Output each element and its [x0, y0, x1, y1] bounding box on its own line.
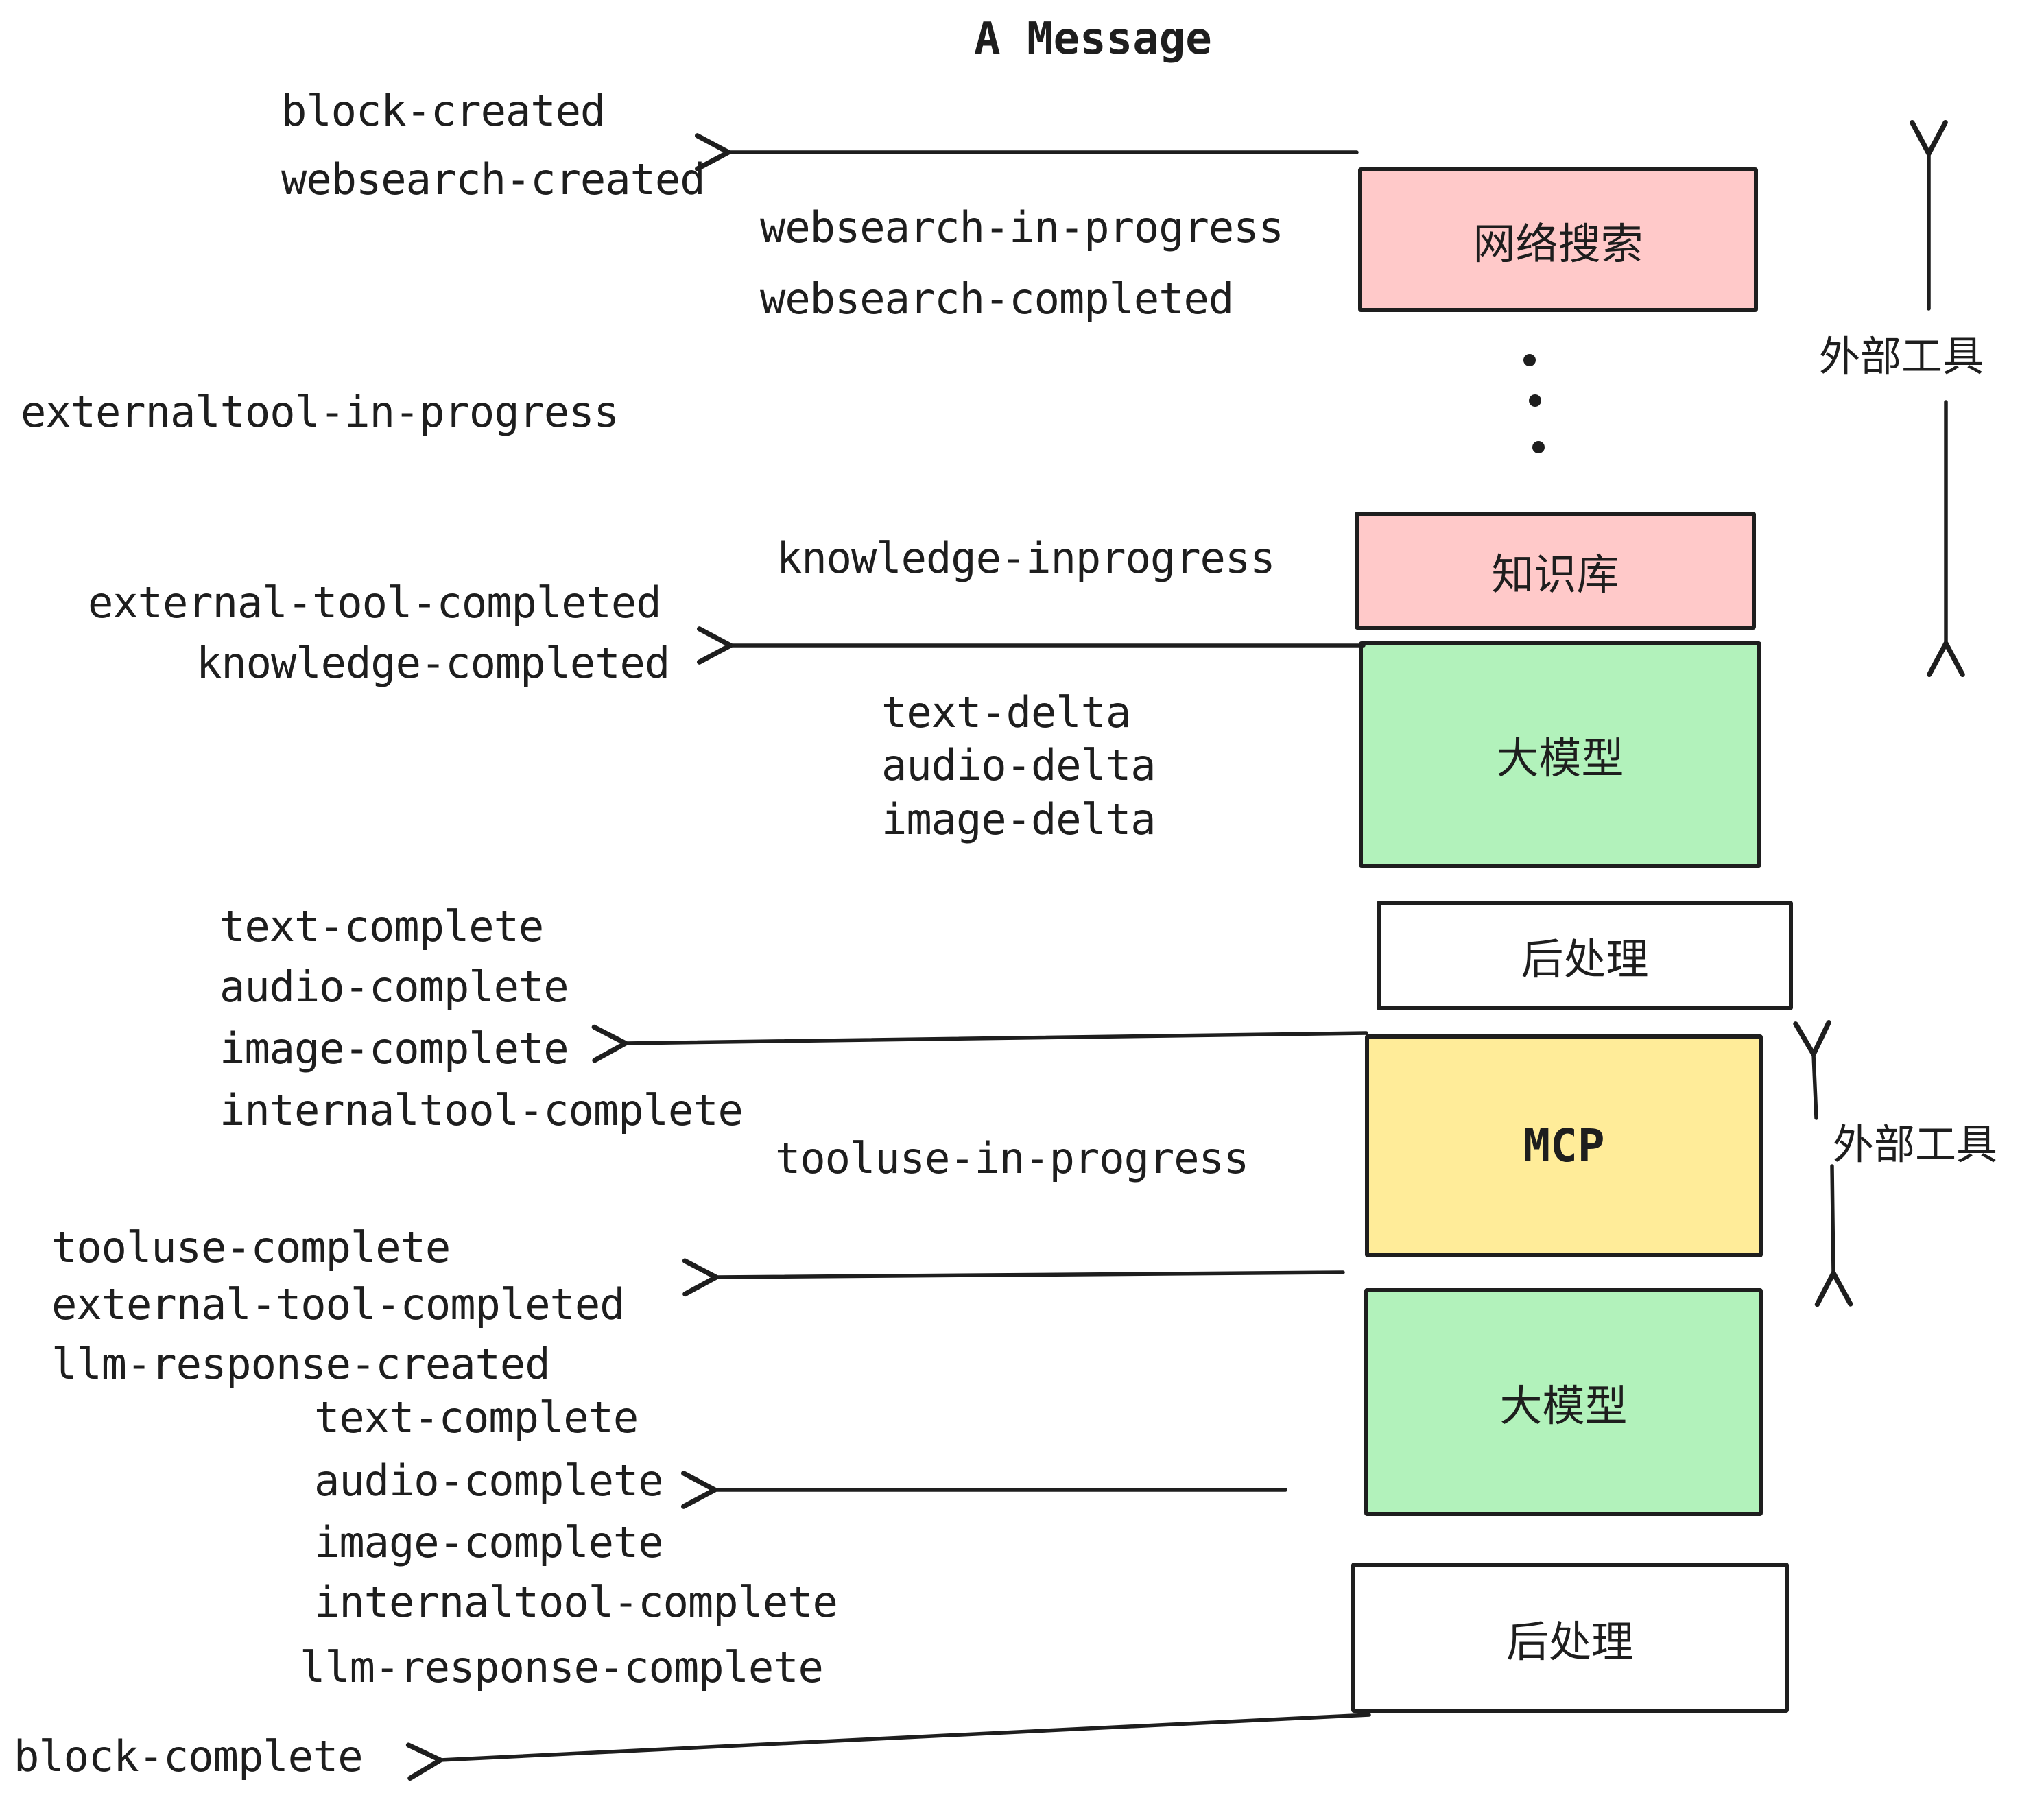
event-label-image-delta: image-delta [881, 794, 1156, 845]
event-label-websearch-completed: websearch-completed [760, 274, 1234, 324]
arrow-external-tools-bottom-up [1793, 1019, 1831, 1120]
arrow-to-image-complete [591, 1024, 1368, 1063]
event-label-audio-complete-2: audio-complete [314, 1456, 664, 1506]
ellipsis-dot [1532, 441, 1545, 453]
event-label-image-complete: image-complete [219, 1023, 569, 1074]
box-web-search: 网络搜索 [1358, 167, 1758, 312]
event-label-text-delta: text-delta [881, 687, 1131, 738]
ellipsis-dot [1523, 354, 1536, 366]
event-label-text-complete: text-complete [219, 901, 544, 952]
event-label-internaltool-complete: internaltool-complete [219, 1085, 744, 1136]
box-knowledge-base: 知识库 [1355, 512, 1756, 630]
arrow-external-tools-bottom-down [1814, 1164, 1853, 1307]
event-label-tooluse-in-progress: tooluse-in-progress [775, 1133, 1249, 1184]
event-label-externaltool-in-progress: externaltool-in-progress [21, 387, 619, 438]
arrow-to-block-complete [405, 1713, 1371, 1781]
arrow-to-tooluse-complete [682, 1258, 1345, 1297]
event-label-audio-complete: audio-complete [219, 962, 569, 1012]
event-label-llm-response-created: llm-response-created [51, 1339, 551, 1390]
event-label-audio-delta: audio-delta [881, 740, 1156, 791]
box-mcp: MCP [1365, 1034, 1763, 1257]
event-label-tooluse-complete: tooluse-complete [51, 1222, 451, 1273]
ellipsis-dot [1529, 394, 1541, 407]
side-label-external-tools-top: 外部工具 [1819, 333, 1984, 381]
event-label-text-complete-2: text-complete [314, 1392, 639, 1443]
box-post-processing-2: 后处理 [1351, 1563, 1789, 1713]
event-label-image-complete-2: image-complete [314, 1517, 664, 1568]
box-llm-1: 大模型 [1359, 641, 1761, 868]
event-label-block-complete: block-complete [14, 1731, 364, 1782]
box-llm-2: 大模型 [1364, 1288, 1763, 1516]
event-label-block-created: block-created [281, 86, 606, 137]
diagram-title: A Message [974, 14, 1212, 64]
event-label-external-tool-completed: external-tool-completed [88, 578, 662, 628]
box-post-processing-1: 后处理 [1377, 901, 1793, 1010]
event-label-internaltool-complete-2: internaltool-complete [314, 1577, 838, 1628]
side-label-external-tools-bottom: 外部工具 [1833, 1121, 1997, 1170]
event-label-llm-response-complete: llm-response-complete [300, 1642, 824, 1693]
event-label-websearch-in-progress: websearch-in-progress [760, 202, 1284, 253]
event-label-knowledge-inprogress: knowledge-inprogress [776, 533, 1276, 584]
event-label-external-tool-completed-2: external-tool-completed [51, 1279, 626, 1330]
event-label-knowledge-completed: knowledge-completed [196, 638, 670, 689]
event-label-websearch-created: websearch-created [281, 154, 706, 205]
